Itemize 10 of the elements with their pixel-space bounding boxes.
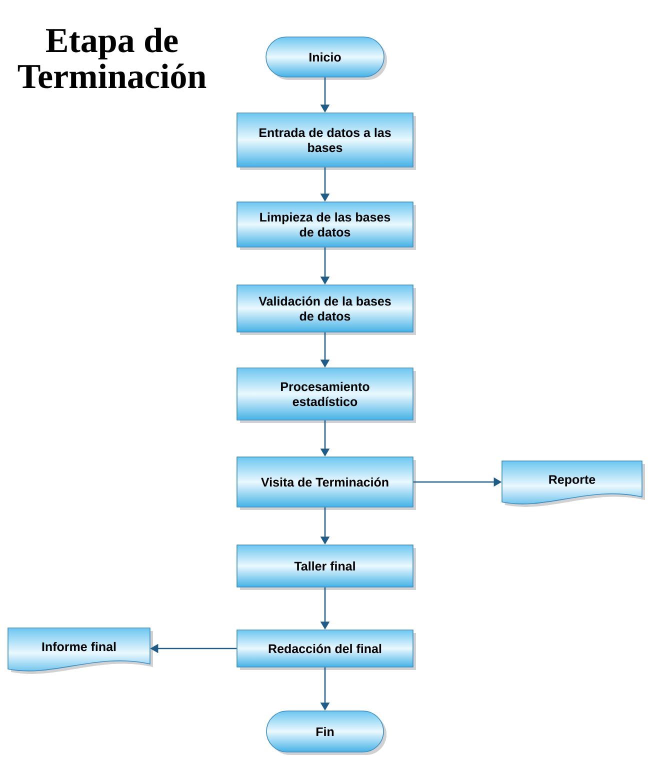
process-box: Entrada de datos a las bases: [236, 112, 416, 170]
process-box: Validación de la bases de datos: [236, 284, 416, 335]
title: Etapa de Terminación: [18, 28, 206, 88]
process-box: Limpieza de las bases de datos: [236, 202, 416, 250]
process-box: Procesamiento estadístico: [236, 368, 416, 423]
rounded-terminal: Fin: [266, 710, 386, 755]
process-box: Taller final: [236, 544, 416, 590]
process-box: Visita de Terminación: [236, 456, 416, 510]
process-box: Redacción del final: [236, 630, 416, 670]
rounded-terminal: Inicio: [266, 36, 387, 80]
